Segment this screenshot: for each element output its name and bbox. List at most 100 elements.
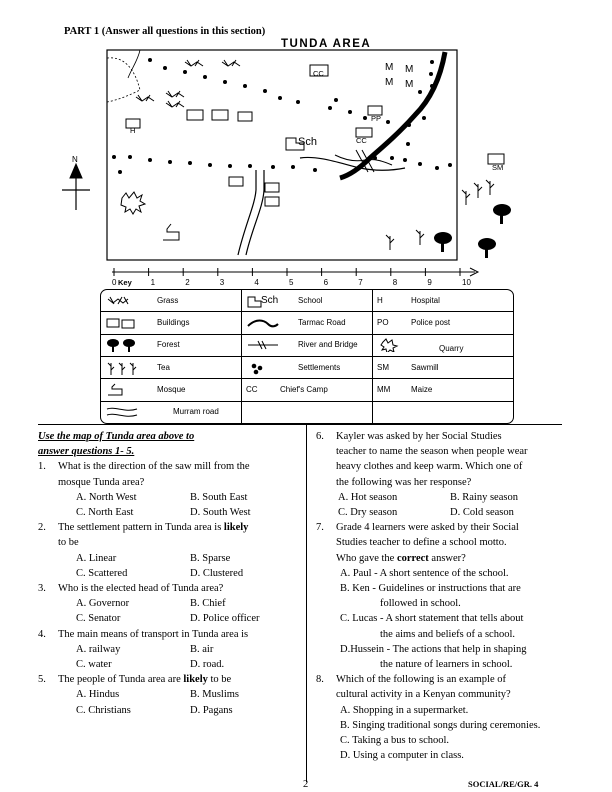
legend-label: Grass (157, 295, 179, 305)
legend-code: MM (377, 385, 391, 395)
question-8-options: A. Shopping in a supermarket. B. Singing… (340, 704, 541, 762)
legend-label: Settlements (298, 362, 341, 372)
legend-label: School (298, 295, 323, 305)
question-8: 8. Which of the following is an example … (316, 674, 511, 701)
legend-cell: River and Bridge (241, 333, 373, 357)
legend-label: Mosque (157, 385, 186, 395)
scale-tick-label: 4 (254, 278, 259, 287)
scale-tick-label: 1 (151, 278, 156, 287)
legend-label: Chief's Camp (280, 385, 328, 395)
scale-bar (112, 267, 480, 277)
north-arrow (62, 162, 90, 210)
legend-label: Forest (157, 340, 180, 350)
legend-cell: Quarry (372, 333, 513, 357)
legend-code: SM (377, 363, 389, 373)
scale-tick-label: 5 (289, 278, 294, 287)
quarry-symbol (120, 191, 147, 215)
buildings (125, 64, 505, 207)
label-h: H (130, 126, 135, 135)
scale-tick-label: 9 (427, 278, 432, 287)
svg-text:M: M (405, 64, 413, 75)
column-divider (306, 424, 307, 782)
legend-row: Murram road (101, 400, 513, 423)
legend-cell: Settlements (241, 355, 373, 380)
legend-label: Maize (411, 385, 433, 395)
instruction-line-2: answer questions 1- 5. (38, 446, 135, 458)
svg-text:M: M (385, 62, 393, 73)
question-4: 4. The main means of transport in Tunda … (38, 628, 249, 640)
label-cc-top: CC (313, 69, 324, 78)
legend-cell: SM Sawmill (372, 355, 513, 380)
questions-left-column: Use the map of Tunda area above to answe… (38, 429, 300, 718)
legend-cell: Murram road (101, 400, 242, 423)
scale-tick-label: 10 (462, 278, 471, 287)
legend-cell (372, 400, 513, 423)
legend-cell: Tea (101, 355, 242, 380)
legend-label: Tarmac Road (298, 318, 346, 328)
legend-cell (241, 400, 373, 423)
mosque-symbol (163, 223, 180, 241)
legend-label: River and Bridge (298, 340, 358, 350)
scale-ticks: 0 1 2 3 4 5 6 7 8 9 10 (112, 268, 471, 287)
legend-code: PO (377, 318, 389, 328)
scale-tick-label: 3 (220, 278, 225, 287)
legend-label: Sawmill (411, 363, 439, 373)
settlement-dots (112, 58, 452, 174)
label-school: Sch (298, 136, 317, 148)
legend-label: Buildings (157, 318, 190, 328)
question-3: 3. Who is the elected head of Tunda area… (38, 583, 224, 595)
footer-code: SOCIAL/RE/GR. 4 (468, 779, 539, 789)
instruction-line-1: Use the map of Tunda area above to (38, 431, 195, 442)
bridge (355, 149, 375, 173)
legend-code: CC (246, 385, 258, 395)
svg-text:M: M (385, 77, 393, 88)
scale-tick-label: 2 (185, 278, 190, 287)
question-7-options: A. Paul - A short sentence of the school… (340, 567, 527, 671)
legend-cell: Tarmac Road (241, 311, 373, 335)
scale-tick-label: 8 (393, 278, 398, 287)
scale-key-label: Key (118, 278, 133, 287)
question-5: 5. The people of Tunda area are likely t… (38, 674, 232, 686)
scale-tick-label: 7 (358, 278, 363, 287)
legend-cell: CC Chief's Camp (241, 378, 373, 402)
legend-cell: Forest (101, 333, 242, 357)
legend-label: Tea (157, 362, 170, 372)
legend-row: Buildings Tarmac Road PO Police post (101, 311, 513, 335)
legend-label: Quarry (439, 344, 464, 354)
legend-row: Tea Settlements SM Sawmill (101, 355, 513, 380)
legend-row: Mosque CC Chief's Camp MM Maize (101, 378, 513, 402)
map-title: TUNDA AREA (281, 38, 372, 50)
question-6: 6. Kayler was asked by her Social Studie… (316, 431, 528, 488)
question-number: 1. (38, 461, 46, 473)
legend-row: Forest River and Bridge Quarry (101, 333, 513, 357)
tea-symbols (385, 179, 495, 250)
scale-tick-label: 6 (324, 278, 329, 287)
legend-label: Hospital (411, 296, 440, 306)
scale-tick-label: 0 (112, 278, 117, 287)
legend-cell: Grass (101, 290, 242, 313)
forest-symbols (434, 204, 511, 258)
legend-label: Police post (411, 318, 451, 328)
page-number: 2 (303, 779, 309, 790)
legend-cell: Buildings (101, 311, 242, 335)
grass-symbols (135, 59, 241, 108)
map-frame (106, 49, 458, 261)
legend-cell: MM Maize (372, 378, 513, 402)
question-1: 1. What is the direction of the saw mill… (38, 459, 300, 489)
label-pp: PP (371, 114, 381, 123)
svg-text:M: M (405, 79, 413, 90)
legend-cell: Mosque (101, 378, 242, 402)
part-title: PART 1 (Answer all questions in this sec… (64, 26, 266, 37)
label-cc-mid: CC (356, 136, 367, 145)
question-7: 7. Grade 4 learners were asked by their … (316, 522, 519, 564)
